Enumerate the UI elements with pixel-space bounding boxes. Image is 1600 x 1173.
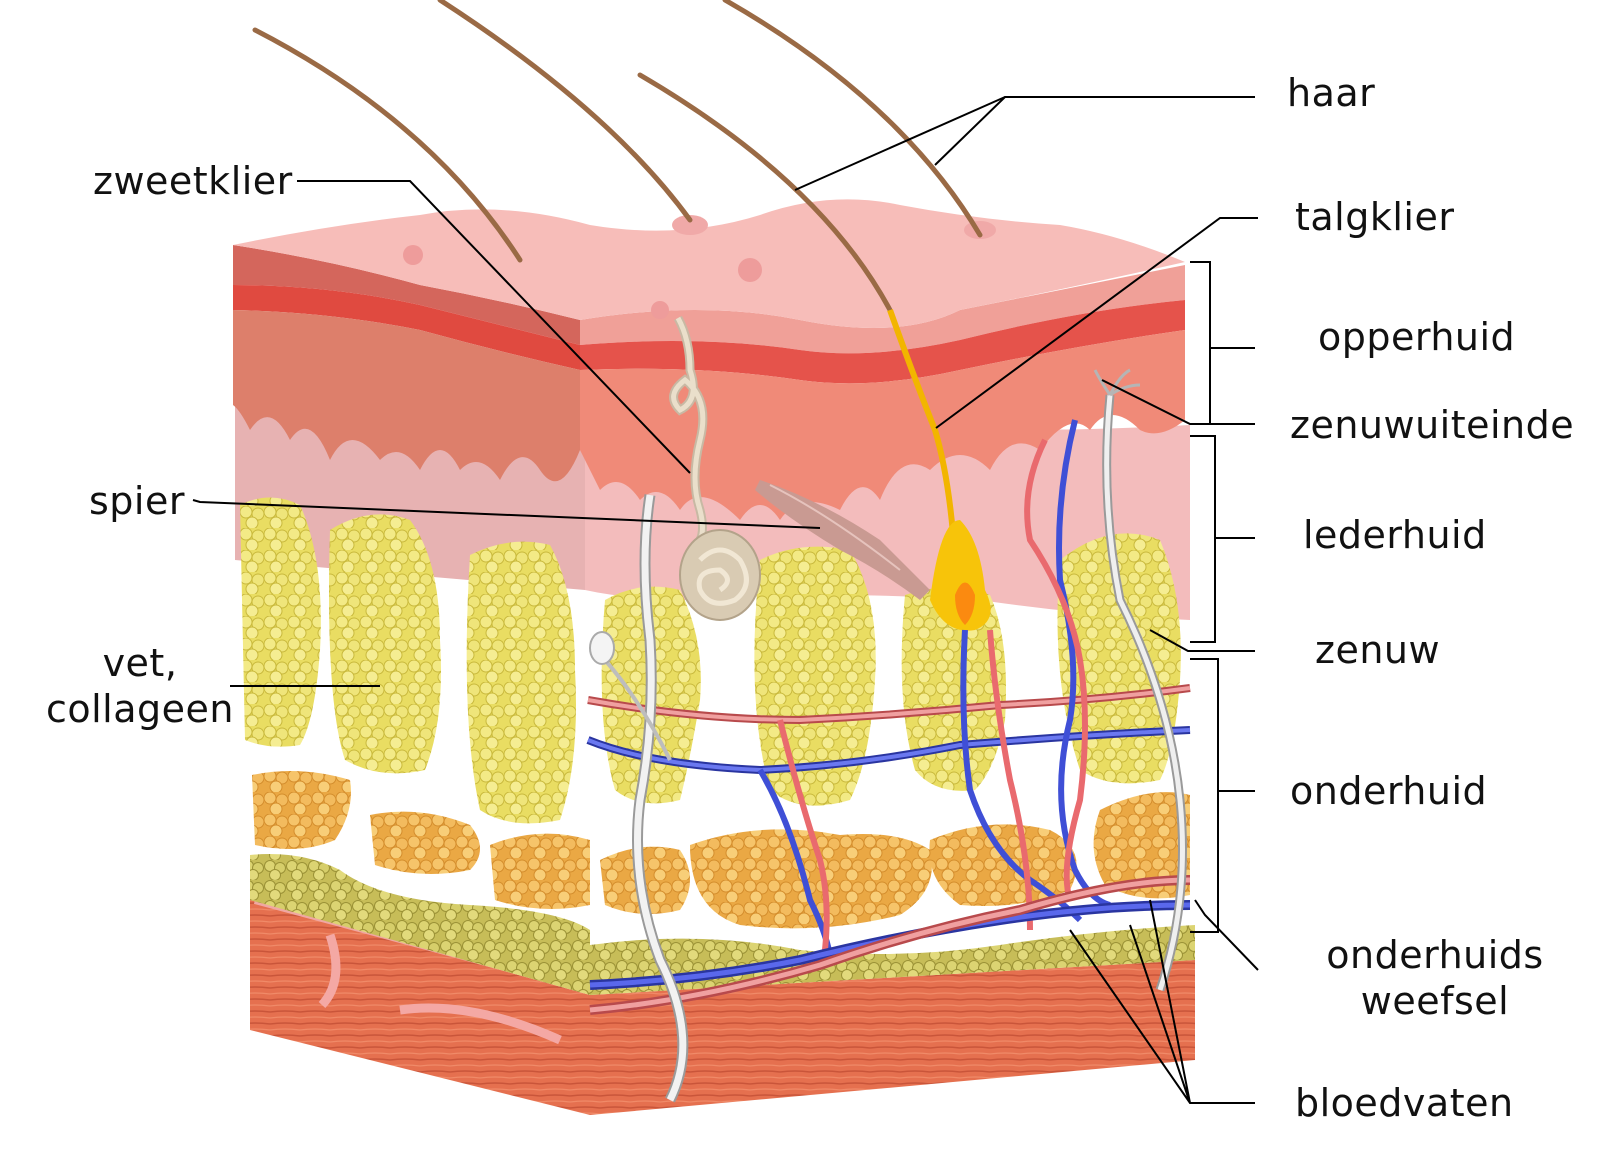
sweat-gland (669, 315, 761, 621)
hairs (252, 0, 991, 631)
leader-zenuw (1149, 629, 1255, 652)
label-zenuw: zenuw (1315, 628, 1441, 672)
label-spier: spier (89, 479, 185, 523)
label-opperhuid: opperhuid (1318, 315, 1516, 359)
label-haar: haar (1287, 71, 1376, 115)
bracket-onderhuid (1190, 658, 1219, 933)
leader-onderhuids (1194, 899, 1259, 971)
label-onderhuid: onderhuid (1290, 769, 1488, 813)
leader-bloedvaten (1069, 899, 1255, 1104)
leader-talgklier (935, 217, 1258, 429)
label-vet-collageen: vet, collageen (40, 640, 240, 732)
epidermis (233, 199, 1185, 520)
label-onderhuids-weefsel: onderhuids weefsel (1305, 932, 1565, 1024)
leader-spier (192, 499, 821, 529)
label-bloedvaten: bloedvaten (1295, 1081, 1514, 1125)
bracket-lederhuid (1190, 435, 1216, 643)
bracket-opperhuid (1190, 261, 1211, 425)
label-vet-line2: collageen (45, 687, 234, 731)
leader-lines (192, 96, 1259, 1104)
nerves (589, 368, 1187, 1103)
lower-fat-band (250, 854, 1195, 995)
label-onderhuids-line1: onderhuids (1326, 933, 1544, 977)
blood-vessels (586, 419, 1191, 1015)
label-vet-line1: vet, (102, 641, 178, 685)
label-zweetklier: zweetklier (93, 159, 293, 203)
label-lederhuid: lederhuid (1303, 513, 1487, 557)
label-talgklier: talgklier (1295, 195, 1455, 239)
leader-zweetklier (297, 180, 691, 474)
arrector-muscle (755, 480, 930, 600)
label-onderhuids-line2: weefsel (1360, 979, 1510, 1023)
leader-haar-2 (794, 96, 1006, 191)
label-zenuwuiteinde: zenuwuiteinde (1290, 403, 1575, 447)
